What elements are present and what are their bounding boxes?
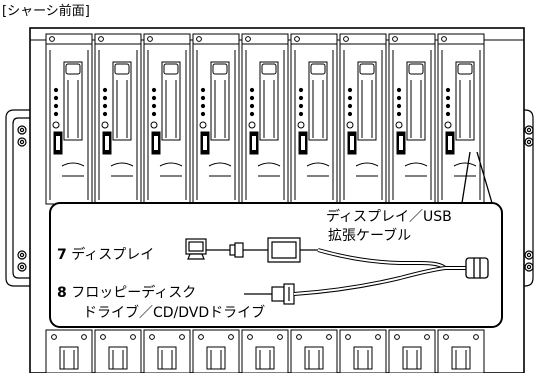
monitor-icon <box>185 238 207 260</box>
right-handle <box>524 109 534 287</box>
chassis-caption: [シャーシ前面] <box>2 4 90 19</box>
callout-number: 7 <box>57 247 67 263</box>
cable-label-line1: ディスプレイ／USB <box>326 209 452 225</box>
blade-connector-icon <box>465 257 489 279</box>
left-handle <box>5 109 30 287</box>
blade-slot <box>290 33 338 205</box>
callout-text: フロッピーディスク <box>71 285 197 301</box>
cable-label-line2: 拡張ケーブル <box>328 228 412 244</box>
blade-bottom-slot <box>143 329 191 373</box>
extension-cable <box>293 248 466 296</box>
vga-connector-icon <box>206 242 268 258</box>
blade-bottom-slot <box>241 329 289 373</box>
blade-bottom-slot <box>192 329 240 373</box>
blade-slot <box>339 33 387 205</box>
blade-slot <box>94 33 142 205</box>
cable-dsub-connector <box>267 237 318 263</box>
blade-slot <box>192 33 240 205</box>
callout-display: 7 ディスプレイ <box>57 244 154 264</box>
blade-slot <box>388 33 436 205</box>
blade-slot <box>143 33 191 205</box>
blade-slot <box>437 33 485 205</box>
blade-slot <box>45 33 93 205</box>
cable-label: ディスプレイ／USB 拡張ケーブル <box>326 208 452 246</box>
blade-bottom-slot <box>45 329 93 373</box>
leader-line <box>476 151 493 204</box>
callout-text: ディスプレイ <box>71 247 155 263</box>
blade-bottom-slot <box>94 329 142 373</box>
blade-bottom-slot <box>437 329 485 373</box>
leader-line <box>461 151 471 204</box>
blade-bottom-slot <box>339 329 387 373</box>
callout-number: 8 <box>57 285 67 301</box>
callout-box <box>49 202 503 328</box>
callout-floppy-cd: 8 フロッピーディスク ドライブ／CD/DVDドライブ <box>57 283 265 323</box>
blade-bottom-slot <box>290 329 338 373</box>
blade-bottom-slot <box>388 329 436 373</box>
callout-text-line2: ドライブ／CD/DVDドライブ <box>83 305 266 321</box>
blade-slot <box>241 33 289 205</box>
